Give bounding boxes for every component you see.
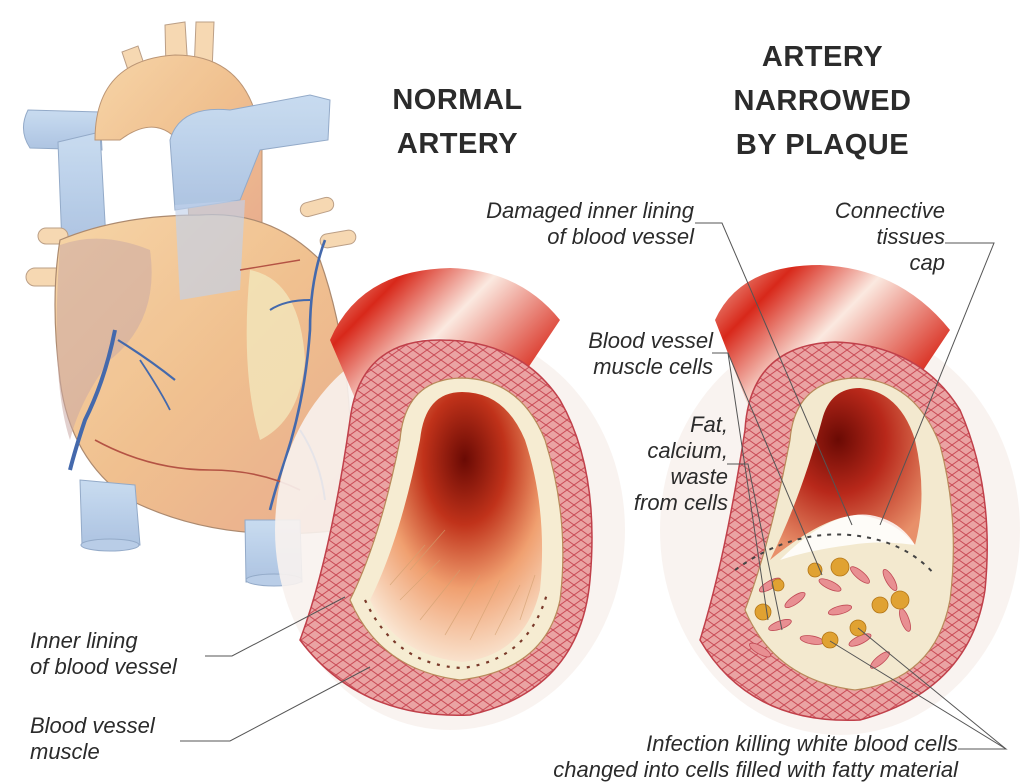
label-inner-lining: Inner lining of blood vessel — [30, 628, 177, 680]
damaged-lining-line-2: of blood vessel — [547, 224, 694, 249]
muscle-cells-line-1: Blood vessel — [588, 328, 713, 353]
narrowed-title-line-2: NARROWED — [733, 85, 912, 117]
muscle-cells-line-2: muscle cells — [593, 354, 713, 379]
label-fat-calcium: Fat, calcium, waste from cells — [634, 412, 728, 516]
normal-artery-title: NORMAL ARTERY — [370, 78, 545, 166]
fat-calcium-line-1: Fat, — [690, 412, 728, 437]
damaged-lining-line-1: Damaged inner lining — [486, 198, 694, 223]
normal-title-line-2: ARTERY — [396, 128, 519, 160]
connective-cap-line-3: cap — [909, 250, 945, 275]
vessel-muscle-line-2: muscle — [30, 739, 100, 764]
infection-line-1: Infection killing white blood cells — [646, 731, 958, 756]
heart-illustration — [23, 21, 359, 587]
label-damaged-lining: Damaged inner lining of blood vessel — [486, 198, 694, 250]
normal-title-line-1: NORMAL — [392, 84, 523, 116]
inner-lining-line-1: Inner lining — [30, 628, 138, 653]
infection-line-2: changed into cells filled with fatty mat… — [553, 757, 958, 782]
fat-calcium-line-3: waste — [670, 464, 728, 489]
connective-cap-line-1: Connective — [834, 198, 945, 223]
narrowed-artery-title: ARTERY NARROWED BY PLAQUE — [710, 35, 935, 167]
narrowed-title-line-3: BY PLAQUE — [735, 129, 910, 161]
inner-lining-line-2: of blood vessel — [30, 654, 177, 679]
label-connective-cap: Connective tissues cap — [835, 198, 945, 276]
normal-artery-illustration — [275, 268, 625, 730]
vessel-muscle-line-1: Blood vessel — [30, 713, 155, 738]
label-vessel-muscle: Blood vessel muscle — [30, 713, 155, 765]
fat-calcium-line-2: calcium, — [647, 438, 728, 463]
connective-cap-line-2: tissues — [876, 224, 945, 249]
narrowed-title-line-1: ARTERY — [761, 41, 884, 73]
leader-lines — [180, 222, 1008, 750]
label-muscle-cells: Blood vessel muscle cells — [588, 328, 713, 380]
label-infection: Infection killing white blood cells chan… — [553, 731, 958, 783]
fat-calcium-line-4: from cells — [633, 490, 728, 515]
